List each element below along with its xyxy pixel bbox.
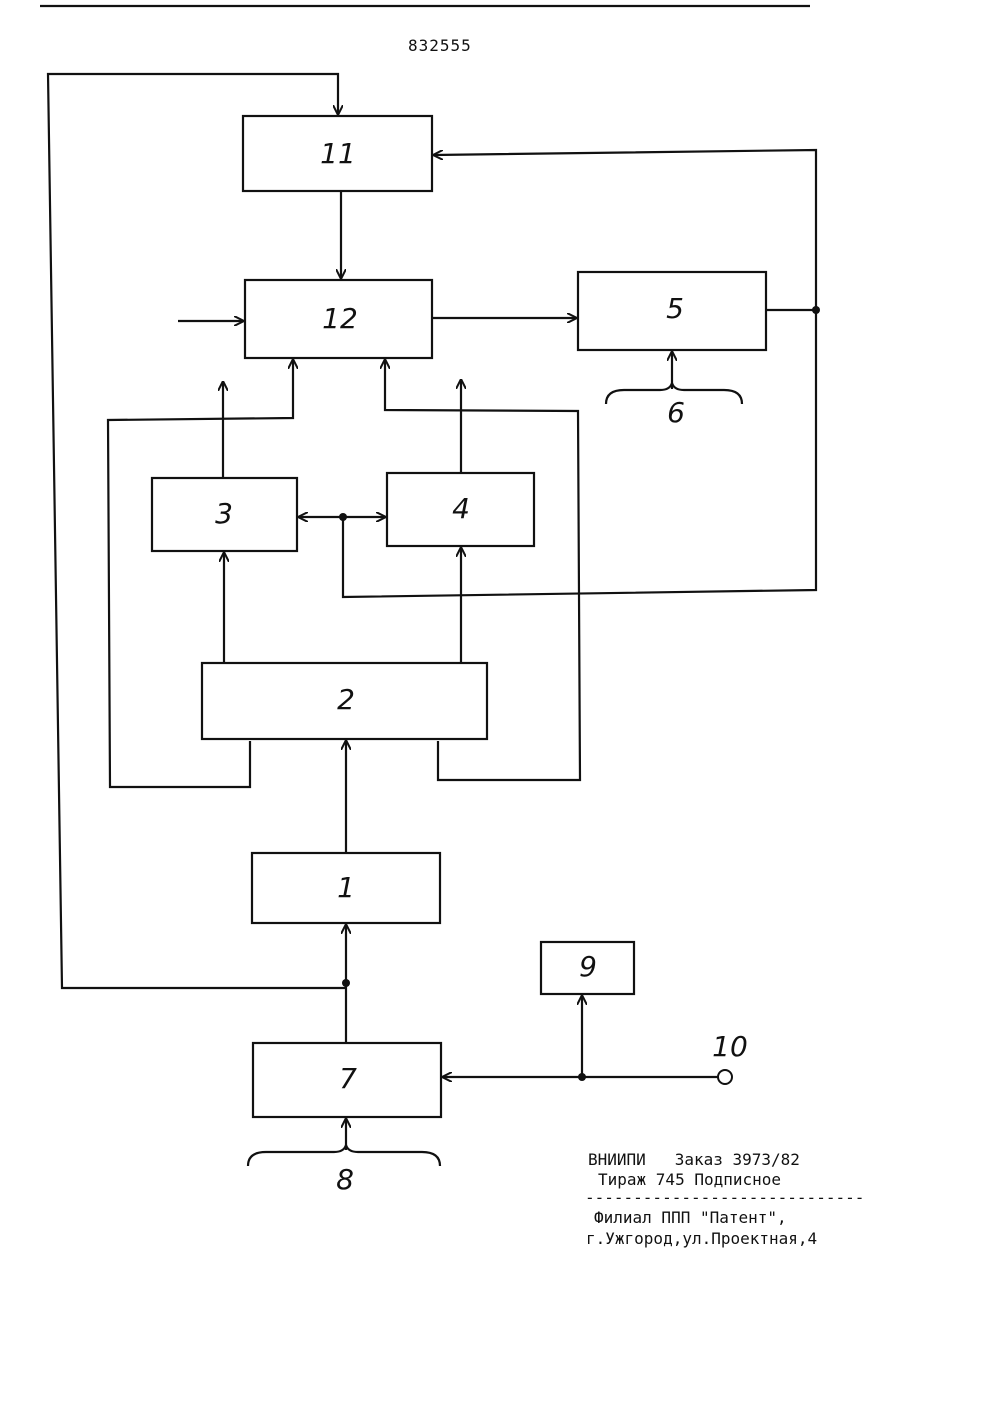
document-number: 832555	[408, 36, 472, 55]
terminal-10-label: 10	[712, 1030, 748, 1063]
block-7-label: 7	[339, 1062, 357, 1095]
block-3-label: 3	[215, 497, 233, 530]
block-12-label: 12	[322, 302, 358, 335]
connection-wires	[48, 74, 820, 1166]
imprint-separator: -----------------------------	[585, 1188, 864, 1207]
imprint-line-4: г.Ужгород,ул.Проектная,4	[586, 1229, 817, 1248]
imprint-line-3: Филиал ППП "Патент",	[594, 1208, 787, 1227]
block-9-label: 9	[579, 950, 597, 983]
block-4-label: 4	[452, 492, 470, 525]
imprint-line-2: Тираж 745 Подписное	[598, 1170, 781, 1189]
imprint-line-1: ВНИИПИ Заказ 3973/82	[588, 1150, 800, 1169]
terminal-10-circle	[718, 1070, 732, 1084]
block-1-label: 1	[337, 871, 355, 904]
block-5-label: 5	[666, 292, 684, 325]
bus-6-label: 6	[667, 396, 685, 429]
block-11-label: 11	[320, 137, 356, 170]
block-2-label: 2	[337, 683, 355, 716]
bus-8-label: 8	[336, 1163, 354, 1196]
